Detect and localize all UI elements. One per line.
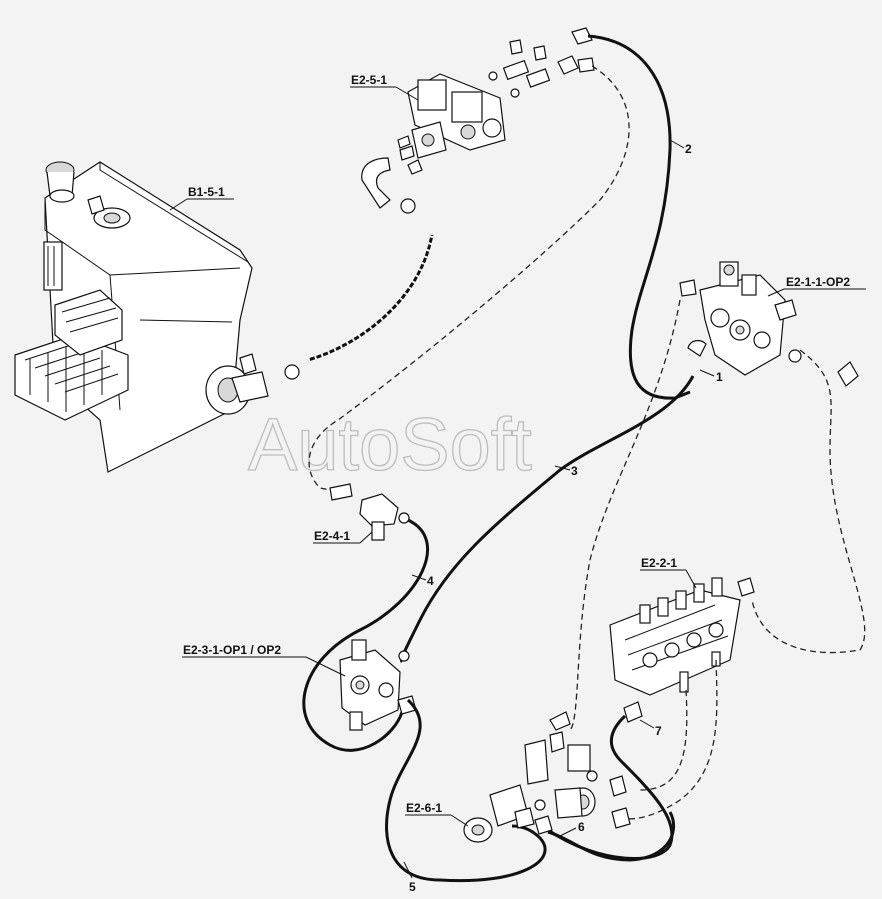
hydraulic-pump [397, 27, 595, 175]
svg-text:E2-5-1: E2-5-1 [351, 73, 387, 87]
hose-5 [385, 698, 547, 883]
svg-text:E2-4-1: E2-4-1 [314, 529, 350, 543]
hose-6 [547, 811, 676, 862]
valve-block-e2-3-1 [339, 639, 417, 731]
callout-1: 1 [699, 369, 723, 384]
hose-7 [547, 714, 674, 860]
valve-bank-e2-2-1 [609, 577, 755, 696]
svg-text:B1-5-1: B1-5-1 [188, 185, 225, 199]
svg-text:5: 5 [409, 880, 416, 894]
svg-text:2: 2 [685, 142, 692, 156]
callout-5: 5 [403, 861, 416, 894]
svg-text:E2-1-1-OP2: E2-1-1-OP2 [786, 275, 850, 289]
hose-2 [587, 34, 691, 400]
label-e2-5-1: E2-5-1 [350, 73, 419, 101]
svg-text:E2-3-1-OP1 / OP2: E2-3-1-OP1 / OP2 [183, 643, 281, 657]
hydraulic-tank [14, 161, 300, 473]
control-valve-e2-1-1 [679, 261, 859, 387]
label-e2-3-1: E2-3-1-OP1 / OP2 [182, 643, 346, 677]
callout-7: 7 [639, 719, 662, 738]
callout-3: 3 [554, 464, 578, 478]
valve-e2-6-1 [463, 711, 631, 843]
label-e2-6-1: E2-6-1 [405, 801, 469, 827]
svg-text:E2-6-1: E2-6-1 [406, 801, 442, 815]
callout-6: 6 [559, 820, 585, 837]
hose-4 [302, 518, 429, 752]
svg-text:6: 6 [578, 820, 585, 834]
svg-text:4: 4 [427, 574, 434, 588]
label-b1-5-1: B1-5-1 [169, 185, 234, 211]
callout-2: 2 [669, 139, 692, 156]
svg-text:7: 7 [655, 724, 662, 738]
valve-e2-4-1 [329, 483, 410, 541]
label-e2-2-1: E2-2-1 [640, 556, 697, 589]
label-e2-4-1: E2-4-1 [313, 529, 373, 544]
callout-4: 4 [411, 574, 434, 588]
label-e2-1-1-op2: E2-1-1-OP2 [767, 275, 866, 297]
watermark: AutoSoft [248, 403, 532, 486]
svg-text:3: 3 [571, 464, 578, 478]
suction-hose [307, 234, 434, 362]
svg-text:1: 1 [716, 370, 723, 384]
hose-3 [400, 375, 695, 664]
svg-text:E2-2-1: E2-2-1 [641, 556, 677, 570]
